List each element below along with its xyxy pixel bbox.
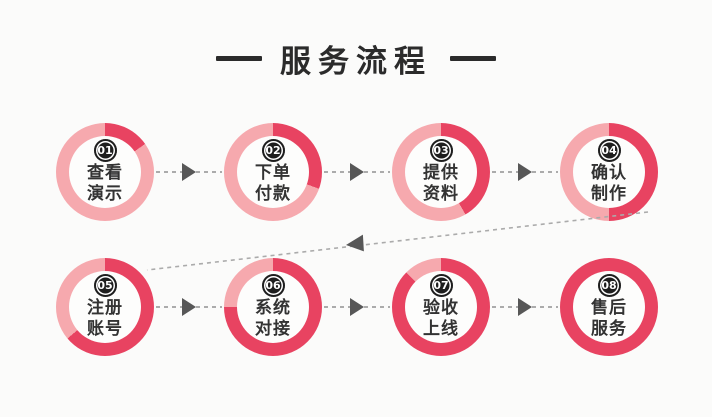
step-05: 05 注册 账号 — [56, 258, 154, 356]
step-label-line2: 付款 — [255, 184, 291, 204]
step-content: 03 提供 资料 — [405, 136, 477, 208]
step-label-line1: 提供 — [423, 163, 459, 183]
title-dash-left — [216, 56, 262, 61]
step-label-line1: 确认 — [591, 163, 627, 183]
progress-ring: 02 下单 付款 — [224, 123, 322, 221]
flow-connector — [154, 123, 224, 221]
step-label: 下单 付款 — [255, 163, 291, 205]
step-label-line1: 下单 — [255, 163, 291, 183]
step-label: 注册 账号 — [87, 298, 123, 340]
step-label-line2: 资料 — [423, 184, 459, 204]
step-04: 04 确认 制作 — [560, 123, 658, 221]
step-content: 08 售后 服务 — [573, 271, 645, 343]
step-number-badge: 06 — [261, 274, 285, 297]
title-dash-right — [450, 56, 496, 61]
flow-connector — [322, 123, 392, 221]
step-label: 系统 对接 — [255, 298, 291, 340]
step-number-badge: 08 — [597, 274, 621, 297]
flow-connector — [154, 258, 224, 356]
step-label: 确认 制作 — [591, 163, 627, 205]
progress-ring: 06 系统 对接 — [224, 258, 322, 356]
step-number-badge: 01 — [93, 139, 117, 162]
flow-connector — [490, 258, 560, 356]
arrow-right-icon — [182, 163, 196, 181]
step-label-line1: 验收 — [423, 298, 459, 318]
step-06: 06 系统 对接 — [224, 258, 322, 356]
step-label-line2: 演示 — [87, 184, 123, 204]
arrow-right-icon — [518, 298, 532, 316]
step-number-badge: 03 — [429, 139, 453, 162]
step-number-badge: 04 — [597, 139, 621, 162]
step-content: 06 系统 对接 — [237, 271, 309, 343]
step-content: 07 验收 上线 — [405, 271, 477, 343]
step-label-line1: 售后 — [591, 298, 627, 318]
step-label-line2: 服务 — [591, 319, 627, 339]
step-02: 02 下单 付款 — [224, 123, 322, 221]
step-label: 验收 上线 — [423, 298, 459, 340]
step-number-badge: 02 — [261, 139, 285, 162]
progress-ring: 01 查看 演示 — [56, 123, 154, 221]
step-label-line2: 账号 — [87, 319, 123, 339]
arrow-left-icon — [346, 234, 364, 252]
step-label-line1: 注册 — [87, 298, 123, 318]
progress-ring: 05 注册 账号 — [56, 258, 154, 356]
flow-connector — [322, 258, 392, 356]
step-03: 03 提供 资料 — [392, 123, 490, 221]
arrow-right-icon — [350, 298, 364, 316]
flow-row-top: 01 查看 演示 02 下单 付款 — [56, 123, 658, 221]
step-label: 提供 资料 — [423, 163, 459, 205]
step-label-line1: 查看 — [87, 163, 123, 183]
step-content: 04 确认 制作 — [573, 136, 645, 208]
progress-ring: 07 验收 上线 — [392, 258, 490, 356]
step-content: 02 下单 付款 — [237, 136, 309, 208]
arrow-right-icon — [182, 298, 196, 316]
flow-connector — [490, 123, 560, 221]
step-label-line1: 系统 — [255, 298, 291, 318]
flow-row-bottom: 05 注册 账号 06 系统 对接 — [56, 258, 658, 356]
step-number-badge: 07 — [429, 274, 453, 297]
step-content: 05 注册 账号 — [69, 271, 141, 343]
step-label-line2: 上线 — [423, 319, 459, 339]
progress-ring: 04 确认 制作 — [560, 123, 658, 221]
step-label: 售后 服务 — [591, 298, 627, 340]
title-text: 服务流程 — [280, 44, 432, 80]
step-07: 07 验收 上线 — [392, 258, 490, 356]
arrow-right-icon — [350, 163, 364, 181]
progress-ring: 08 售后 服务 — [560, 258, 658, 356]
step-label-line2: 制作 — [591, 184, 627, 204]
step-08: 08 售后 服务 — [560, 258, 658, 356]
progress-ring: 03 提供 资料 — [392, 123, 490, 221]
arrow-right-icon — [518, 163, 532, 181]
step-label-line2: 对接 — [255, 319, 291, 339]
step-label: 查看 演示 — [87, 163, 123, 205]
page-title: 服务流程 — [0, 36, 712, 81]
step-01: 01 查看 演示 — [56, 123, 154, 221]
step-number-badge: 05 — [93, 274, 117, 297]
step-content: 01 查看 演示 — [69, 136, 141, 208]
